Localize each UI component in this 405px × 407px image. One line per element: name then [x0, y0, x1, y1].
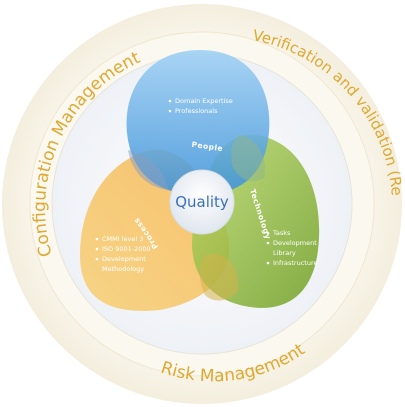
process-item: Methodology [102, 265, 144, 273]
center-label: Quality [175, 193, 229, 211]
bullet-icon [168, 109, 172, 113]
overlap-process-technology [199, 254, 239, 301]
technology-items: Tasks Development Library Infrastructure [266, 229, 317, 267]
technology-item: Infrastructure [273, 259, 317, 267]
bullet-icon [95, 247, 99, 251]
technology-item: Tasks [272, 229, 291, 237]
bullet-icon [95, 237, 99, 241]
process-item: CMMI level 3 [102, 235, 143, 243]
people-item: Professionals [175, 107, 218, 115]
center-circle [169, 169, 235, 235]
process-item: Development [102, 255, 146, 263]
process-items: CMMI level 3 ISO 9001-2000 Development M… [95, 235, 151, 273]
petal-label-people: People [191, 140, 224, 153]
overlap-people-process [128, 150, 168, 190]
bullet-icon [95, 257, 99, 261]
bullet-icon [266, 231, 270, 235]
process-item: ISO 9001-2000 [102, 245, 151, 253]
bullet-icon [168, 99, 172, 103]
technology-item: Library [273, 249, 296, 257]
overlap-people-technology [231, 135, 266, 182]
technology-item: Development [273, 239, 317, 247]
people-item: Domain Expertise [175, 97, 233, 105]
bullet-icon [266, 241, 270, 245]
people-items: Domain Expertise Professionals [168, 97, 233, 115]
bullet-icon [266, 261, 270, 265]
